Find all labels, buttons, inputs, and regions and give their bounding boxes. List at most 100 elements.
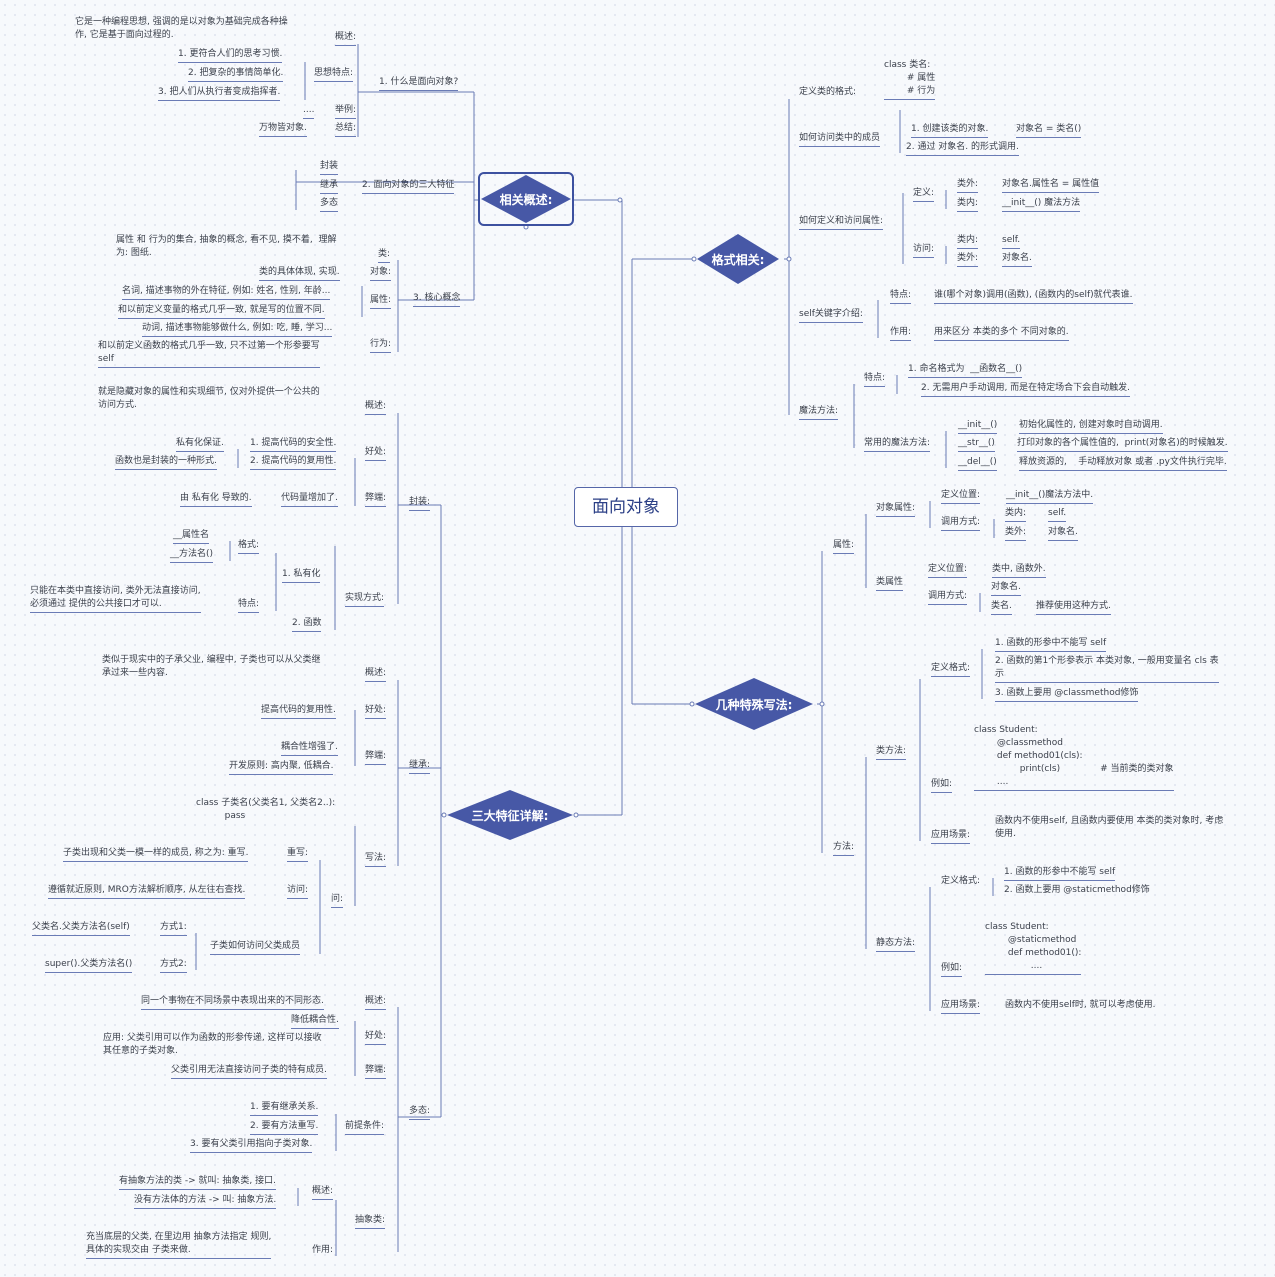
topic-node[interactable]: 概述:: [365, 995, 387, 1010]
topic-node[interactable]: 特点:: [864, 372, 886, 387]
topic-node[interactable]: 实现方式:: [345, 592, 385, 607]
topic-node[interactable]: 由 私有化 导致的.: [180, 492, 252, 507]
topic-node[interactable]: 定义格式:: [931, 662, 971, 677]
topic-node[interactable]: __方法名(): [170, 548, 214, 563]
topic-node[interactable]: 调用方式:: [928, 590, 968, 605]
topic-node[interactable]: 弊端:: [365, 750, 387, 765]
topic-node[interactable]: 2. 通过 对象名. 的形式调用.: [906, 141, 1019, 156]
topic-node[interactable]: 代码量增加了.: [281, 492, 338, 507]
topic-node[interactable]: 父类名.父类方法名(self): [32, 921, 130, 936]
topic-node[interactable]: 举例:: [335, 104, 357, 119]
branch-three-features[interactable]: 三大特征详解:: [444, 787, 576, 843]
topic-node[interactable]: 1. 函数的形参中不能写 self: [995, 637, 1107, 652]
topic-node[interactable]: 概述:: [365, 400, 387, 415]
topic-node[interactable]: 属性:: [370, 294, 392, 309]
topic-node[interactable]: 打印对象的各个属性值的, print(对象名)的时候触发.: [1017, 437, 1228, 452]
topic-node[interactable]: 访问:: [913, 243, 935, 258]
topic-node[interactable]: 定义位置:: [928, 563, 968, 578]
topic-node[interactable]: 访问:: [287, 884, 309, 899]
topic-node[interactable]: 对象名 = 类名(): [1016, 123, 1082, 138]
topic-node[interactable]: 对象属性:: [876, 502, 916, 517]
topic-node[interactable]: 开发原则: 高内聚, 低耦合.: [229, 760, 334, 775]
topic-node[interactable]: 好处:: [365, 446, 387, 461]
topic-node[interactable]: 充当底层的父类, 在里边用 抽象方法指定 规则, 具体的实现交由 子类来做.: [86, 1231, 272, 1259]
topic-node[interactable]: 属性:: [833, 539, 855, 554]
topic-node[interactable]: 重写:: [287, 847, 309, 862]
topic-node[interactable]: 定义格式:: [941, 876, 981, 886]
topic-node[interactable]: 如何定义和访问属性:: [799, 215, 884, 230]
topic-node[interactable]: 定义位置:: [941, 489, 981, 504]
topic-node[interactable]: class 类名: # 属性 # 行为: [884, 59, 936, 100]
topic-node[interactable]: 好处:: [365, 1030, 387, 1045]
topic-node[interactable]: 封装:: [409, 496, 431, 511]
topic-node[interactable]: 弊端:: [365, 492, 387, 507]
topic-node[interactable]: ....: [303, 104, 315, 119]
topic-node[interactable]: 类:: [378, 248, 391, 263]
topic-node[interactable]: 类中, 函数外.: [992, 563, 1046, 578]
topic-node[interactable]: 类方法:: [876, 745, 907, 760]
topic-node[interactable]: 遵循就近原则, MRO方法解析顺序, 从左往右查找.: [48, 884, 246, 899]
topic-node[interactable]: 同一个事物在不同场景中表现出来的不同形态.: [141, 995, 324, 1010]
topic-node[interactable]: 对象名.属性名 = 属性值: [1002, 178, 1100, 193]
topic-node[interactable]: 和以前定义变量的格式几乎一致, 就是写的位置不同.: [118, 304, 325, 319]
topic-node[interactable]: 2. 函数上要用 @staticmethod修饰: [1004, 885, 1150, 895]
topic-node[interactable]: 类属性: [876, 576, 904, 591]
topic-node[interactable]: 2. 要有方法重写.: [250, 1120, 319, 1135]
topic-node[interactable]: 它是一种编程思想, 强调的是以对象为基础完成各种操 作, 它是基于面向过程的.: [75, 17, 288, 40]
topic-node[interactable]: 概述:: [365, 667, 387, 682]
topic-node[interactable]: 弊端:: [365, 1064, 387, 1079]
topic-node[interactable]: 特点:: [890, 289, 912, 304]
topic-node[interactable]: 有抽象方法的类 -> 就叫: 抽象类, 接口.: [119, 1175, 276, 1190]
topic-node[interactable]: 概述:: [335, 31, 357, 46]
topic-node[interactable]: 继承:: [409, 759, 431, 774]
topic-node[interactable]: 动词, 描述事物能够做什么, 例如: 吃, 睡, 学习...: [142, 322, 333, 337]
topic-node[interactable]: 私有化保证.: [176, 437, 224, 452]
topic-node[interactable]: 类外:: [957, 252, 979, 267]
topic-node[interactable]: 谁(哪个对象)调用(函数), (函数内的self)就代表谁.: [934, 289, 1133, 304]
topic-node[interactable]: 1. 命名格式为 __函数名__(): [908, 363, 1023, 378]
topic-node[interactable]: 思想特点:: [314, 67, 354, 82]
topic-node[interactable]: 类的具体体现, 实现.: [259, 266, 340, 281]
topic-node[interactable]: 2. 函数的第1个形参表示 本类对象, 一般用变量名 cls 表 示: [995, 655, 1219, 683]
topic-node[interactable]: 应用: 父类引用可以作为函数的形参传递, 这样可以接收 其任意的子类对象.: [103, 1033, 322, 1056]
topic-node[interactable]: 行为:: [370, 338, 392, 353]
topic-node[interactable]: 类内:: [957, 197, 979, 212]
topic-node[interactable]: __init__(): [958, 419, 998, 434]
topic-node[interactable]: 对象名.: [991, 581, 1021, 596]
topic-node[interactable]: 对象名.: [1002, 252, 1032, 267]
topic-node[interactable]: 就是隐藏对象的属性和实现细节, 仅对外提供一个公共的 访问方式.: [98, 387, 320, 410]
topic-node[interactable]: 1. 更符合人们的思考习惯.: [178, 48, 283, 63]
topic-node[interactable]: 应用场景:: [931, 829, 971, 844]
topic-node[interactable]: 对象:: [370, 266, 392, 281]
topic-node[interactable]: 3. 核心概念: [413, 292, 461, 307]
topic-node[interactable]: 问:: [331, 893, 344, 908]
topic-node[interactable]: 释放资源的, 手动释放对象 或者 .py文件执行完毕.: [1019, 456, 1227, 471]
topic-node[interactable]: __属性名: [173, 529, 210, 544]
topic-node[interactable]: 1. 提高代码的安全性.: [250, 437, 337, 452]
topic-node[interactable]: self关键字介绍:: [799, 308, 863, 323]
topic-node[interactable]: 对象名.: [1048, 526, 1078, 541]
topic-node[interactable]: 如何访问类中的成员: [799, 132, 881, 147]
topic-node[interactable]: class Student: @staticmethod def method0…: [985, 921, 1082, 975]
topic-node[interactable]: self.: [1002, 234, 1021, 249]
topic-node[interactable]: 类外:: [957, 178, 979, 193]
topic-node[interactable]: 封装: [320, 160, 339, 175]
topic-node[interactable]: 类似于现实中的子承父业, 编程中, 子类也可以从父类继 承过来一些内容.: [102, 655, 321, 678]
topic-node[interactable]: 用来区分 本类的多个 不同对象的.: [934, 326, 1069, 341]
topic-node[interactable]: 降低耦合性.: [291, 1014, 339, 1029]
topic-node[interactable]: 1. 函数的形参中不能写 self: [1004, 866, 1116, 881]
topic-node[interactable]: 作用:: [890, 326, 912, 341]
topic-node[interactable]: 类外:: [1005, 526, 1027, 541]
topic-node[interactable]: 2. 把复杂的事情简单化.: [188, 67, 284, 82]
topic-node[interactable]: 提高代码的复用性.: [261, 704, 336, 719]
topic-node[interactable]: 2. 面向对象的三大特征: [362, 179, 455, 194]
topic-node[interactable]: 属性 和 行为的集合, 抽象的概念, 看不见, 摸不着, 理解 为: 图纸.: [116, 235, 337, 258]
topic-node[interactable]: 1. 私有化: [282, 568, 321, 583]
topic-node[interactable]: self.: [1048, 507, 1067, 522]
topic-node[interactable]: class 子类名(父类名1, 父类名2..): pass: [196, 798, 336, 821]
topic-node[interactable]: 应用场景:: [941, 999, 981, 1014]
topic-node[interactable]: 函数内不使用self, 且函数内要使用 本类的类对象时, 考虑 使用.: [995, 816, 1224, 839]
topic-node[interactable]: 静态方法:: [876, 937, 916, 952]
topic-node[interactable]: 耦合性增强了.: [281, 741, 338, 756]
topic-node[interactable]: 3. 函数上要用 @classmethod修饰: [995, 687, 1139, 702]
